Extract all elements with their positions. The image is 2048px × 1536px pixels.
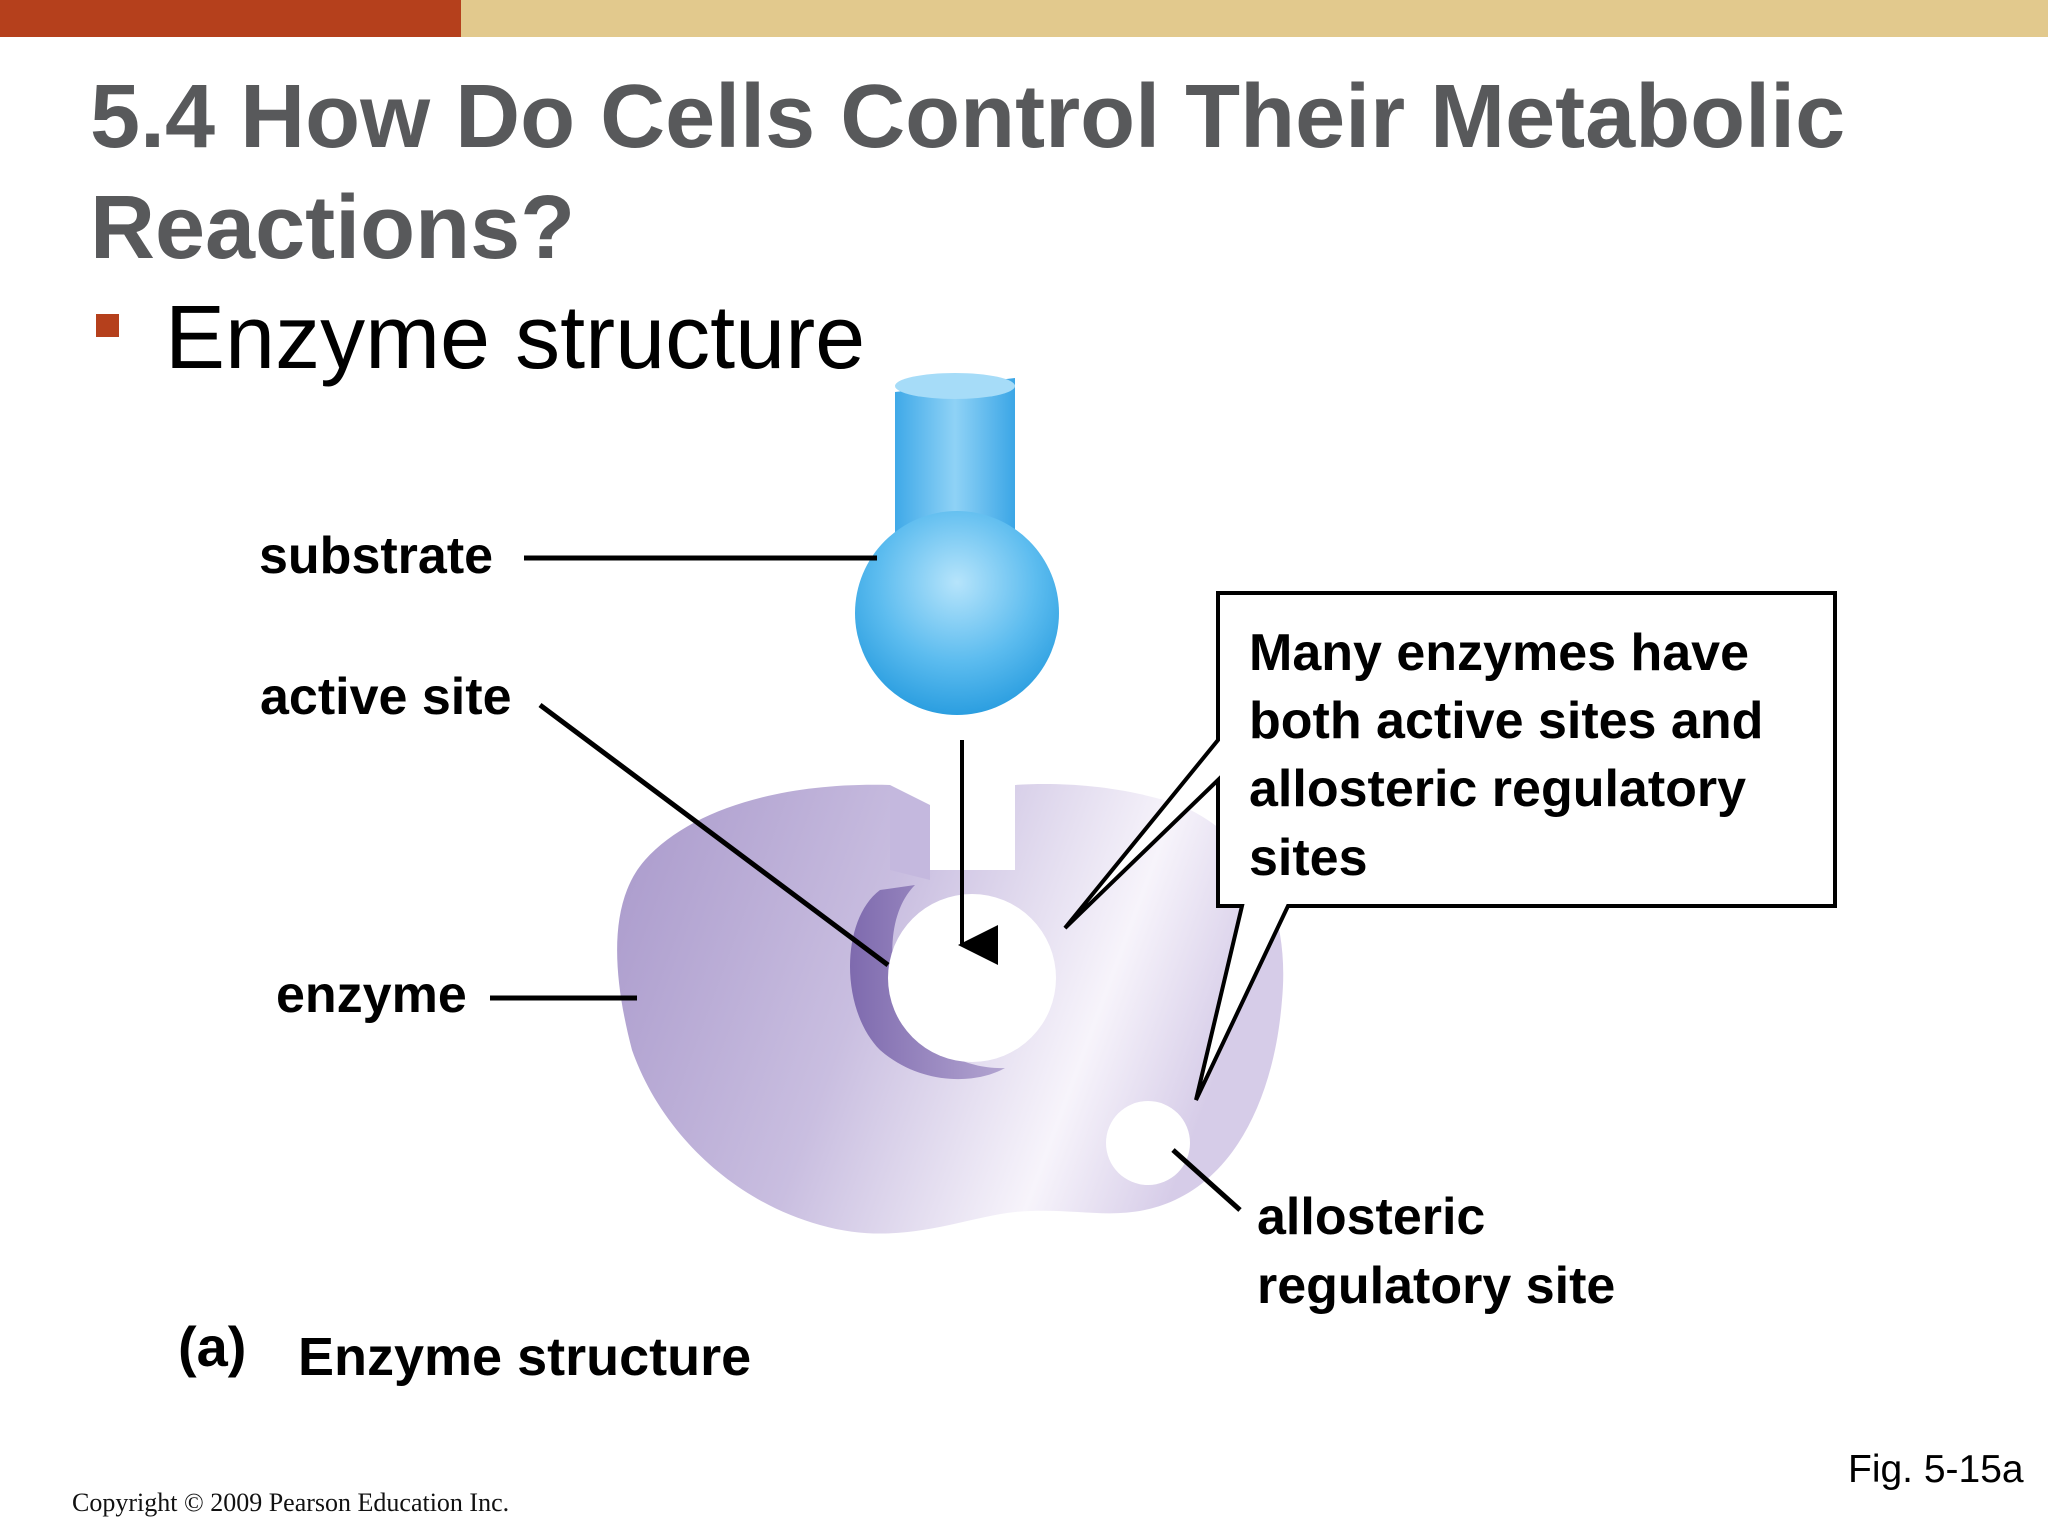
allosteric-leader bbox=[1171, 1148, 1242, 1212]
bullet-text: Enzyme structure bbox=[165, 288, 866, 388]
header-accent-bar bbox=[0, 0, 461, 37]
slide-title: 5.4 How Do Cells Control Their Metabolic… bbox=[90, 67, 1846, 278]
callout-box bbox=[1063, 591, 1837, 1101]
substrate-ball bbox=[855, 511, 1059, 715]
callout-line-4: sites bbox=[1249, 829, 1368, 887]
caption-text: Enzyme structure bbox=[298, 1327, 751, 1387]
active-site-pocket-wall bbox=[850, 885, 1005, 1080]
callout-line-1: Many enzymes have bbox=[1249, 624, 1749, 682]
copyright-notice: Copyright © 2009 Pearson Education Inc. bbox=[72, 1488, 510, 1517]
active-site bbox=[888, 894, 1056, 1062]
active-site-channel bbox=[890, 785, 930, 880]
substrate-top bbox=[895, 373, 1015, 399]
allosteric-label-line1: allosteric bbox=[1257, 1188, 1485, 1246]
bullet-marker bbox=[96, 314, 119, 337]
allosteric-label-line2: regulatory site bbox=[1257, 1257, 1615, 1315]
substrate-label: substrate bbox=[259, 527, 493, 585]
callout-line-3: allosteric regulatory bbox=[1249, 760, 1746, 818]
active-site-label: active site bbox=[260, 668, 512, 726]
enzyme-label: enzyme bbox=[276, 966, 467, 1024]
header-band bbox=[461, 0, 2048, 37]
figure-reference: Fig. 5-15a bbox=[1848, 1448, 2024, 1491]
substrate-stem bbox=[895, 378, 1015, 555]
caption-letter: (a) bbox=[178, 1315, 246, 1378]
callout-line-2: both active sites and bbox=[1249, 692, 1763, 750]
allosteric-site bbox=[1106, 1101, 1190, 1185]
active-site-leader bbox=[538, 702, 890, 968]
